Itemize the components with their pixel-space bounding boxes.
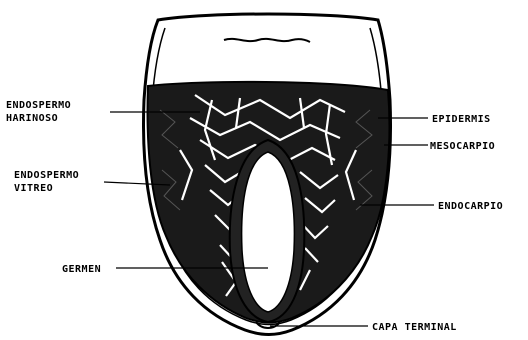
silk-scar-line	[224, 39, 310, 42]
label-capa-terminal: CAPA TERMINAL	[372, 322, 457, 333]
label-epidermis: EPIDERMIS	[432, 114, 491, 125]
label-endocarpio: ENDOCARPIO	[438, 201, 503, 212]
label-endospermo-vitreo: ENDOSPERMO VITREO	[14, 170, 86, 194]
label-endospermo-harinoso: ENDOSPERMO HARINOSO	[6, 100, 78, 124]
label-germen: GERMEN	[62, 264, 101, 275]
label-mesocarpio: MESOCARPIO	[430, 141, 495, 152]
germ-embryo	[242, 152, 295, 312]
